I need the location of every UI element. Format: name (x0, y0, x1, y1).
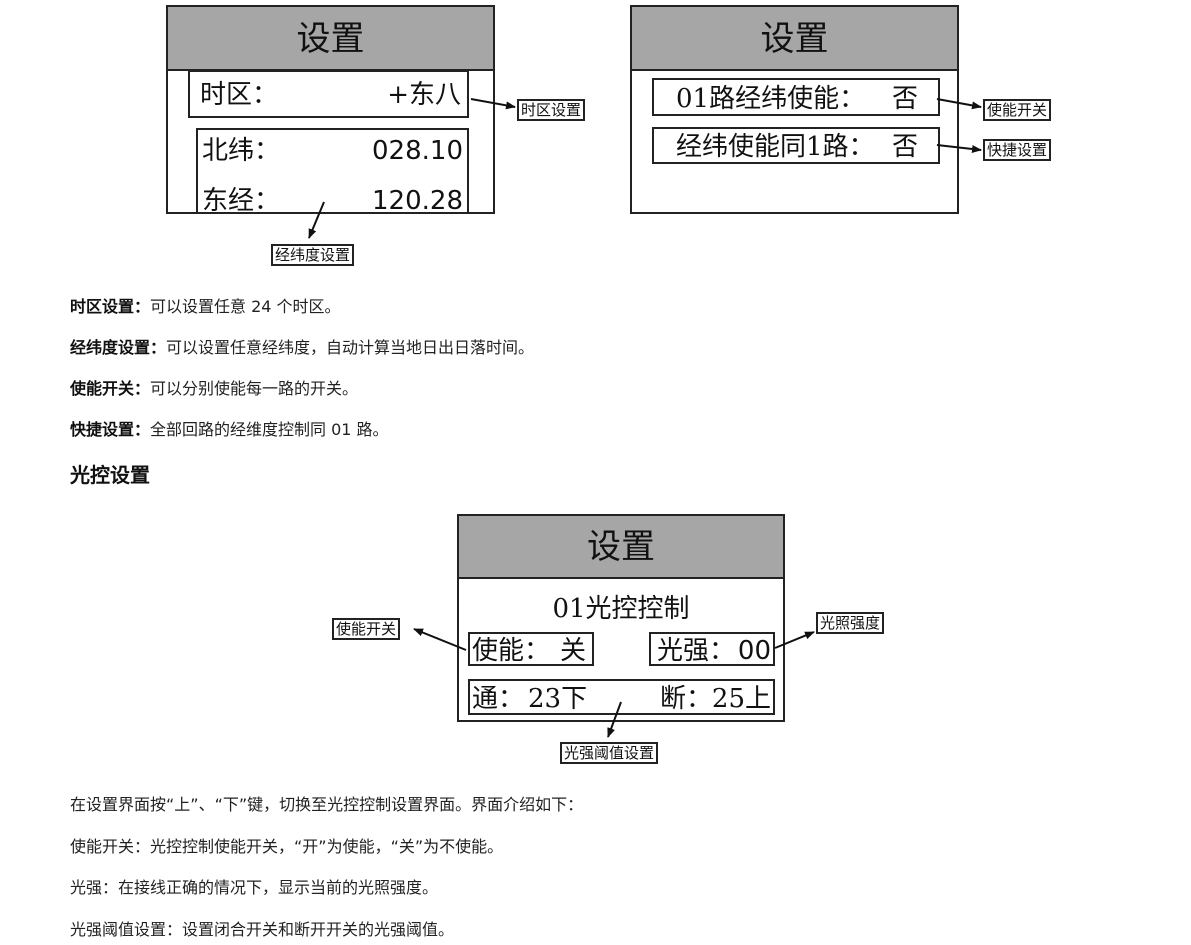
term: 经纬度设置： (70, 338, 167, 357)
longitude-value: 120.28 (372, 186, 463, 216)
latitude-label: 北纬： (202, 136, 281, 166)
term: 使能开关： (70, 379, 151, 398)
screen-title: 设置 (459, 516, 783, 579)
section-heading: 光控设置 (70, 463, 150, 487)
light-intensity-label: 光强： (657, 636, 736, 666)
desc: 可以设置任意 24 个时区。 (150, 297, 341, 316)
term: 快捷设置： (70, 420, 151, 439)
latlon-box: 北纬： 028.10 东经： 120.28 (196, 128, 469, 214)
callout-enable-switch-light: 使能开关 (332, 618, 401, 640)
light-intensity-value: 00 (737, 636, 771, 666)
screen-title: 设置 (632, 7, 957, 71)
latlon-same-value: 否 (891, 132, 918, 162)
timezone-value: +东八 (387, 80, 461, 110)
on-threshold-value: 23下 (528, 684, 588, 714)
desc: 全部回路的经维度控制同 01 路。 (150, 420, 389, 439)
callout-light-intensity: 光照强度 (816, 612, 885, 634)
latlon-same-row: 经纬使能同1路： 否 (652, 127, 940, 164)
term: 时区设置： (70, 297, 151, 316)
light-intensity-box: 光强： 00 (649, 632, 775, 666)
enable-label: 使能： (472, 636, 551, 666)
enable-box: 使能： 关 (468, 632, 594, 666)
off-threshold-value: 25上 (711, 684, 771, 714)
latlon-enable-value: 否 (891, 84, 918, 114)
longitude-label: 东经： (202, 186, 281, 216)
desc-threshold: 光强阈值设置：设置闭合开关和断开开关的光强阈值。 (70, 920, 455, 939)
latlon-same-label: 经纬使能同1路： (676, 132, 875, 162)
timezone-row: 时区： +东八 (188, 70, 469, 118)
callout-enable-switch: 使能开关 (983, 99, 1052, 121)
settings-screen-light-control: 设置 01光控控制 使能： 关 光强： 00 通： 23下 断： 25上 (457, 514, 785, 722)
latlon-enable-row: 01路经纬使能： 否 (652, 78, 940, 116)
desc: 可以分别使能每一路的开关。 (150, 379, 359, 398)
desc-light-intensity: 光强：在接线正确的情况下，显示当前的光照强度。 (70, 878, 439, 897)
desc-timezone: 时区设置：可以设置任意 24 个时区。 (70, 293, 341, 317)
settings-screen-timezone: 设置 时区： +东八 北纬： 028.10 东经： 120.28 (166, 5, 495, 214)
settings-screen-latlon-enable: 设置 01路经纬使能： 否 经纬使能同1路： 否 (630, 5, 959, 214)
callout-threshold-setting: 光强阈值设置 (560, 742, 659, 764)
latitude-value: 028.10 (372, 136, 463, 166)
on-threshold-label: 通： (472, 684, 525, 714)
desc: 可以设置任意经纬度，自动计算当地日出日落时间。 (166, 338, 535, 357)
desc-enable-switch: 使能开关：光控控制使能开关，“开”为使能，“关”为不使能。 (70, 837, 504, 856)
threshold-box: 通： 23下 断： 25上 (468, 679, 775, 715)
callout-latlon-setting: 经纬度设置 (271, 244, 355, 266)
timezone-label: 时区： (200, 80, 279, 110)
callout-quick-setting: 快捷设置 (983, 139, 1052, 161)
off-threshold-label: 断： (660, 684, 713, 714)
intro-paragraph: 在设置界面按“上”、“下”键，切换至光控控制设置界面。界面介绍如下： (70, 795, 584, 814)
light-control-subtitle: 01光控控制 (552, 594, 690, 624)
enable-value: 关 (559, 636, 586, 666)
desc-enable: 使能开关：可以分别使能每一路的开关。 (70, 375, 358, 399)
latlon-enable-label: 01路经纬使能： (676, 84, 866, 114)
callout-timezone-setting: 时区设置 (517, 99, 586, 121)
screen-title: 设置 (168, 7, 493, 71)
desc-quick: 快捷设置：全部回路的经维度控制同 01 路。 (70, 416, 389, 440)
desc-latlon: 经纬度设置：可以设置任意经纬度，自动计算当地日出日落时间。 (70, 334, 534, 358)
